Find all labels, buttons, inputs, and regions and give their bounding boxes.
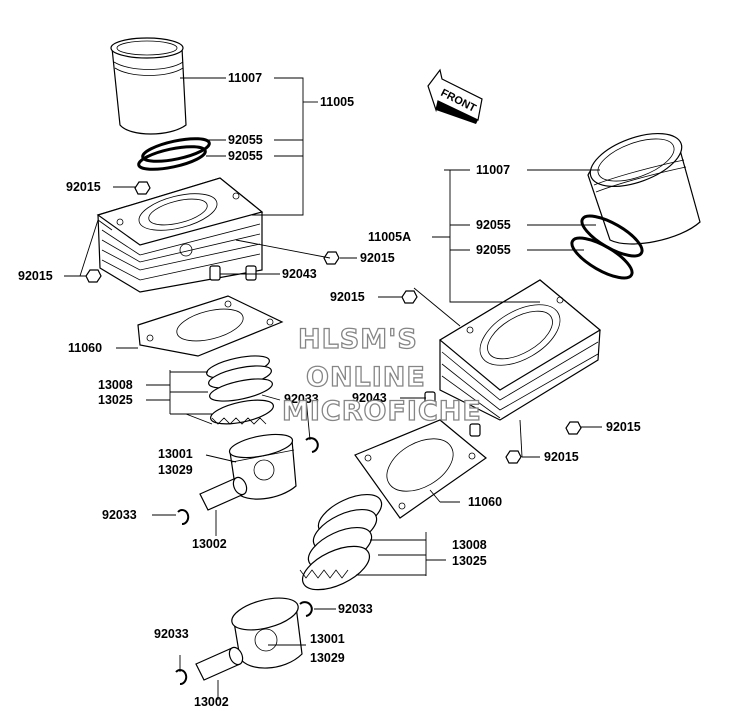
- watermark-line-1: HLSM'S: [298, 324, 418, 355]
- dowel-pins-front: [424, 391, 481, 437]
- nut-92015-rear-left: [85, 269, 102, 283]
- label-11005A: 11005A: [368, 230, 411, 244]
- part-labels: 11007 11005 92055 92055 92015 92015 9201…: [18, 71, 641, 709]
- nut-92015-rear-top: [134, 181, 151, 195]
- piston-pin-rear: [199, 476, 248, 511]
- nut-92015-front-a: [401, 290, 418, 304]
- label-11007-front: 11007: [476, 163, 510, 177]
- o-rings-front: [570, 214, 644, 280]
- label-92015-rear-right: 92015: [360, 251, 395, 265]
- label-92033-rear-left: 92033: [102, 508, 137, 522]
- label-92033-front-right: 92033: [338, 602, 373, 616]
- nut-92015-front-c: [505, 450, 522, 464]
- circlip-rear-right: [305, 437, 319, 453]
- nut-92015-front-b: [565, 421, 582, 435]
- piston-rings-front: [299, 493, 383, 591]
- watermark: HLSM'S ONLINE MICROFICHE: [281, 323, 482, 427]
- label-11005: 11005: [320, 95, 354, 109]
- label-92055-rear-1: 92055: [228, 133, 263, 147]
- piston-rings-rear: [206, 355, 274, 425]
- label-13008-rear: 13008: [98, 378, 133, 392]
- base-gasket-front: [354, 419, 487, 519]
- base-gasket-rear: [137, 295, 284, 357]
- piston-pin-front: [195, 646, 244, 681]
- label-13001-front: 13001: [310, 632, 345, 646]
- label-92055-front-2: 92055: [476, 243, 511, 257]
- dowel-pins-rear: [209, 265, 257, 281]
- watermark-line-2: ONLINE: [306, 362, 426, 393]
- label-13025-front: 13025: [452, 554, 487, 568]
- watermark-line-3: MICROFICHE: [282, 396, 482, 427]
- label-13002-rear: 13002: [192, 537, 227, 551]
- label-92015-rear-top: 92015: [66, 180, 101, 194]
- circlip-front-right: [299, 601, 313, 617]
- label-92015-front-c: 92015: [544, 450, 579, 464]
- nut-92015-rear-right: [323, 251, 340, 265]
- label-92033-rear-right: 92033: [284, 392, 319, 406]
- cylinder-sleeve-rear: [110, 37, 187, 135]
- circlip-rear-left: [177, 509, 190, 526]
- label-13029-rear: 13029: [158, 463, 193, 477]
- label-11060-rear: 11060: [68, 341, 102, 355]
- circlip-front-left: [175, 669, 188, 686]
- label-92043-front: 92043: [352, 391, 387, 405]
- label-92015-front-a: 92015: [330, 290, 365, 304]
- label-92033-front-left: 92033: [154, 627, 189, 641]
- label-13029-front: 13029: [310, 651, 345, 665]
- label-11060-front: 11060: [468, 495, 502, 509]
- label-13008-front: 13008: [452, 538, 487, 552]
- cylinder-block-rear: [96, 177, 264, 293]
- label-92055-rear-2: 92055: [228, 149, 263, 163]
- cylinder-block-front: [438, 279, 602, 421]
- label-92043-rear: 92043: [282, 267, 317, 281]
- label-92015-front-b: 92015: [606, 420, 641, 434]
- label-92055-front-1: 92055: [476, 218, 511, 232]
- label-13025-rear: 13025: [98, 393, 133, 407]
- piston-rear: [228, 433, 297, 500]
- front-arrow: FRONT: [427, 68, 483, 124]
- o-rings-rear: [137, 137, 211, 171]
- label-92015-rear-left: 92015: [18, 269, 53, 283]
- cylinder-sleeve-front: [587, 133, 701, 245]
- label-13001-rear: 13001: [158, 447, 193, 461]
- leader-lines: [64, 77, 602, 700]
- label-13002-front: 13002: [194, 695, 229, 709]
- label-11007-rear: 11007: [228, 71, 262, 85]
